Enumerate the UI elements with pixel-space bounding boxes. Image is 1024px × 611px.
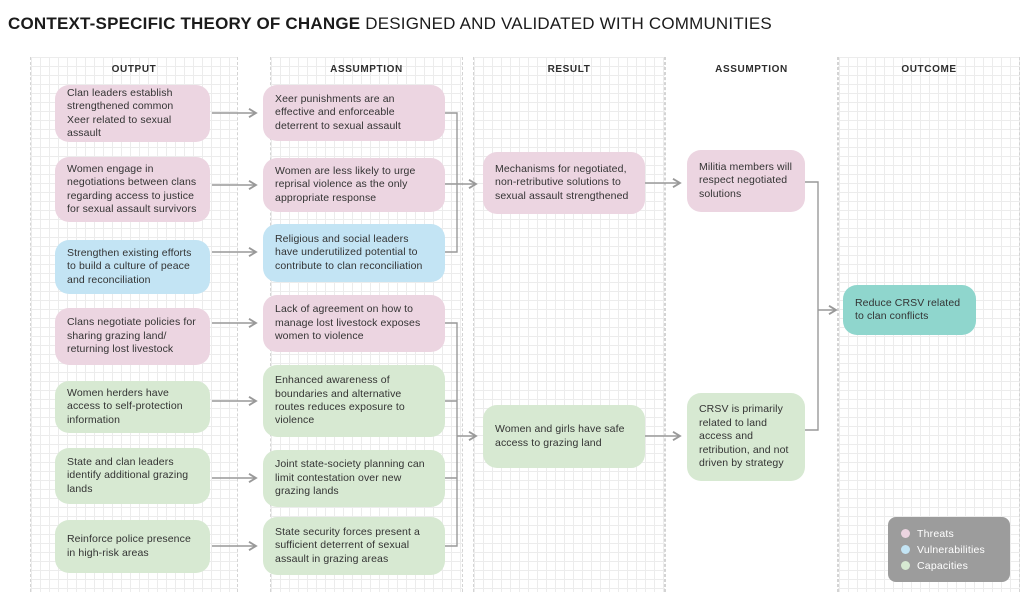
column-header-assumption-1: ASSUMPTION [330, 64, 403, 75]
node-output-5: Women herders have access to self-protec… [55, 381, 210, 433]
page-title-bold: CONTEXT-SPECIFIC THEORY OF CHANGE [8, 14, 361, 33]
node-assumption1-3: Religious and social leaders have underu… [263, 224, 445, 282]
node-output-4: Clans negotiate policies for sharing gra… [55, 308, 210, 365]
node-result-2: Women and girls have safe access to graz… [483, 405, 645, 468]
node-assumption2-1: Militia members will respect negotiated … [687, 150, 805, 212]
node-assumption1-7: State security forces present a sufficie… [263, 517, 445, 575]
column-header-result: RESULT [547, 64, 591, 75]
legend-label-threats: Threats [917, 527, 954, 540]
vulnerabilities-dot-icon [901, 545, 910, 554]
legend-row-capacities: Capacities [901, 560, 1010, 572]
node-result-1: Mechanisms for negotiated, non-retributi… [483, 152, 645, 214]
page-title: CONTEXT-SPECIFIC THEORY OF CHANGE DESIGN… [8, 14, 772, 34]
page-title-regular: DESIGNED AND VALIDATED WITH COMMUNITIES [360, 14, 772, 33]
node-output-2: Women engage in negotiations between cla… [55, 157, 210, 222]
legend-label-vulnerabilities: Vulnerabilities [917, 543, 985, 556]
node-assumption2-2: CRSV is primarily related to land access… [687, 393, 805, 481]
node-assumption1-4: Lack of agreement on how to manage lost … [263, 295, 445, 352]
band-assumption-2 [665, 57, 838, 592]
column-header-outcome: OUTCOME [901, 64, 957, 75]
node-output-6: State and clan leaders identify addition… [55, 448, 210, 504]
node-outcome-1: Reduce CRSV related to clan conflicts [843, 285, 976, 335]
legend-label-capacities: Capacities [917, 559, 969, 572]
node-assumption1-2: Women are less likely to urge reprisal v… [263, 158, 445, 212]
column-header-output: OUTPUT [111, 64, 157, 75]
node-output-1: Clan leaders establish strengthened comm… [55, 85, 210, 142]
legend: Threats Vulnerabilities Capacities [888, 517, 1010, 582]
node-output-7: Reinforce police presence in high-risk a… [55, 520, 210, 573]
column-header-assumption-2: ASSUMPTION [715, 64, 788, 75]
node-output-3: Strengthen existing efforts to build a c… [55, 240, 210, 294]
legend-row-vulnerabilities: Vulnerabilities [901, 544, 1010, 556]
band-result [473, 57, 665, 592]
node-assumption1-1: Xeer punishments are an effective and en… [263, 85, 445, 141]
capacities-dot-icon [901, 561, 910, 570]
threats-dot-icon [901, 529, 910, 538]
node-assumption1-6: Joint state-society planning can limit c… [263, 450, 445, 507]
legend-row-threats: Threats [901, 528, 1010, 540]
node-assumption1-5: Enhanced awareness of boundaries and alt… [263, 365, 445, 437]
